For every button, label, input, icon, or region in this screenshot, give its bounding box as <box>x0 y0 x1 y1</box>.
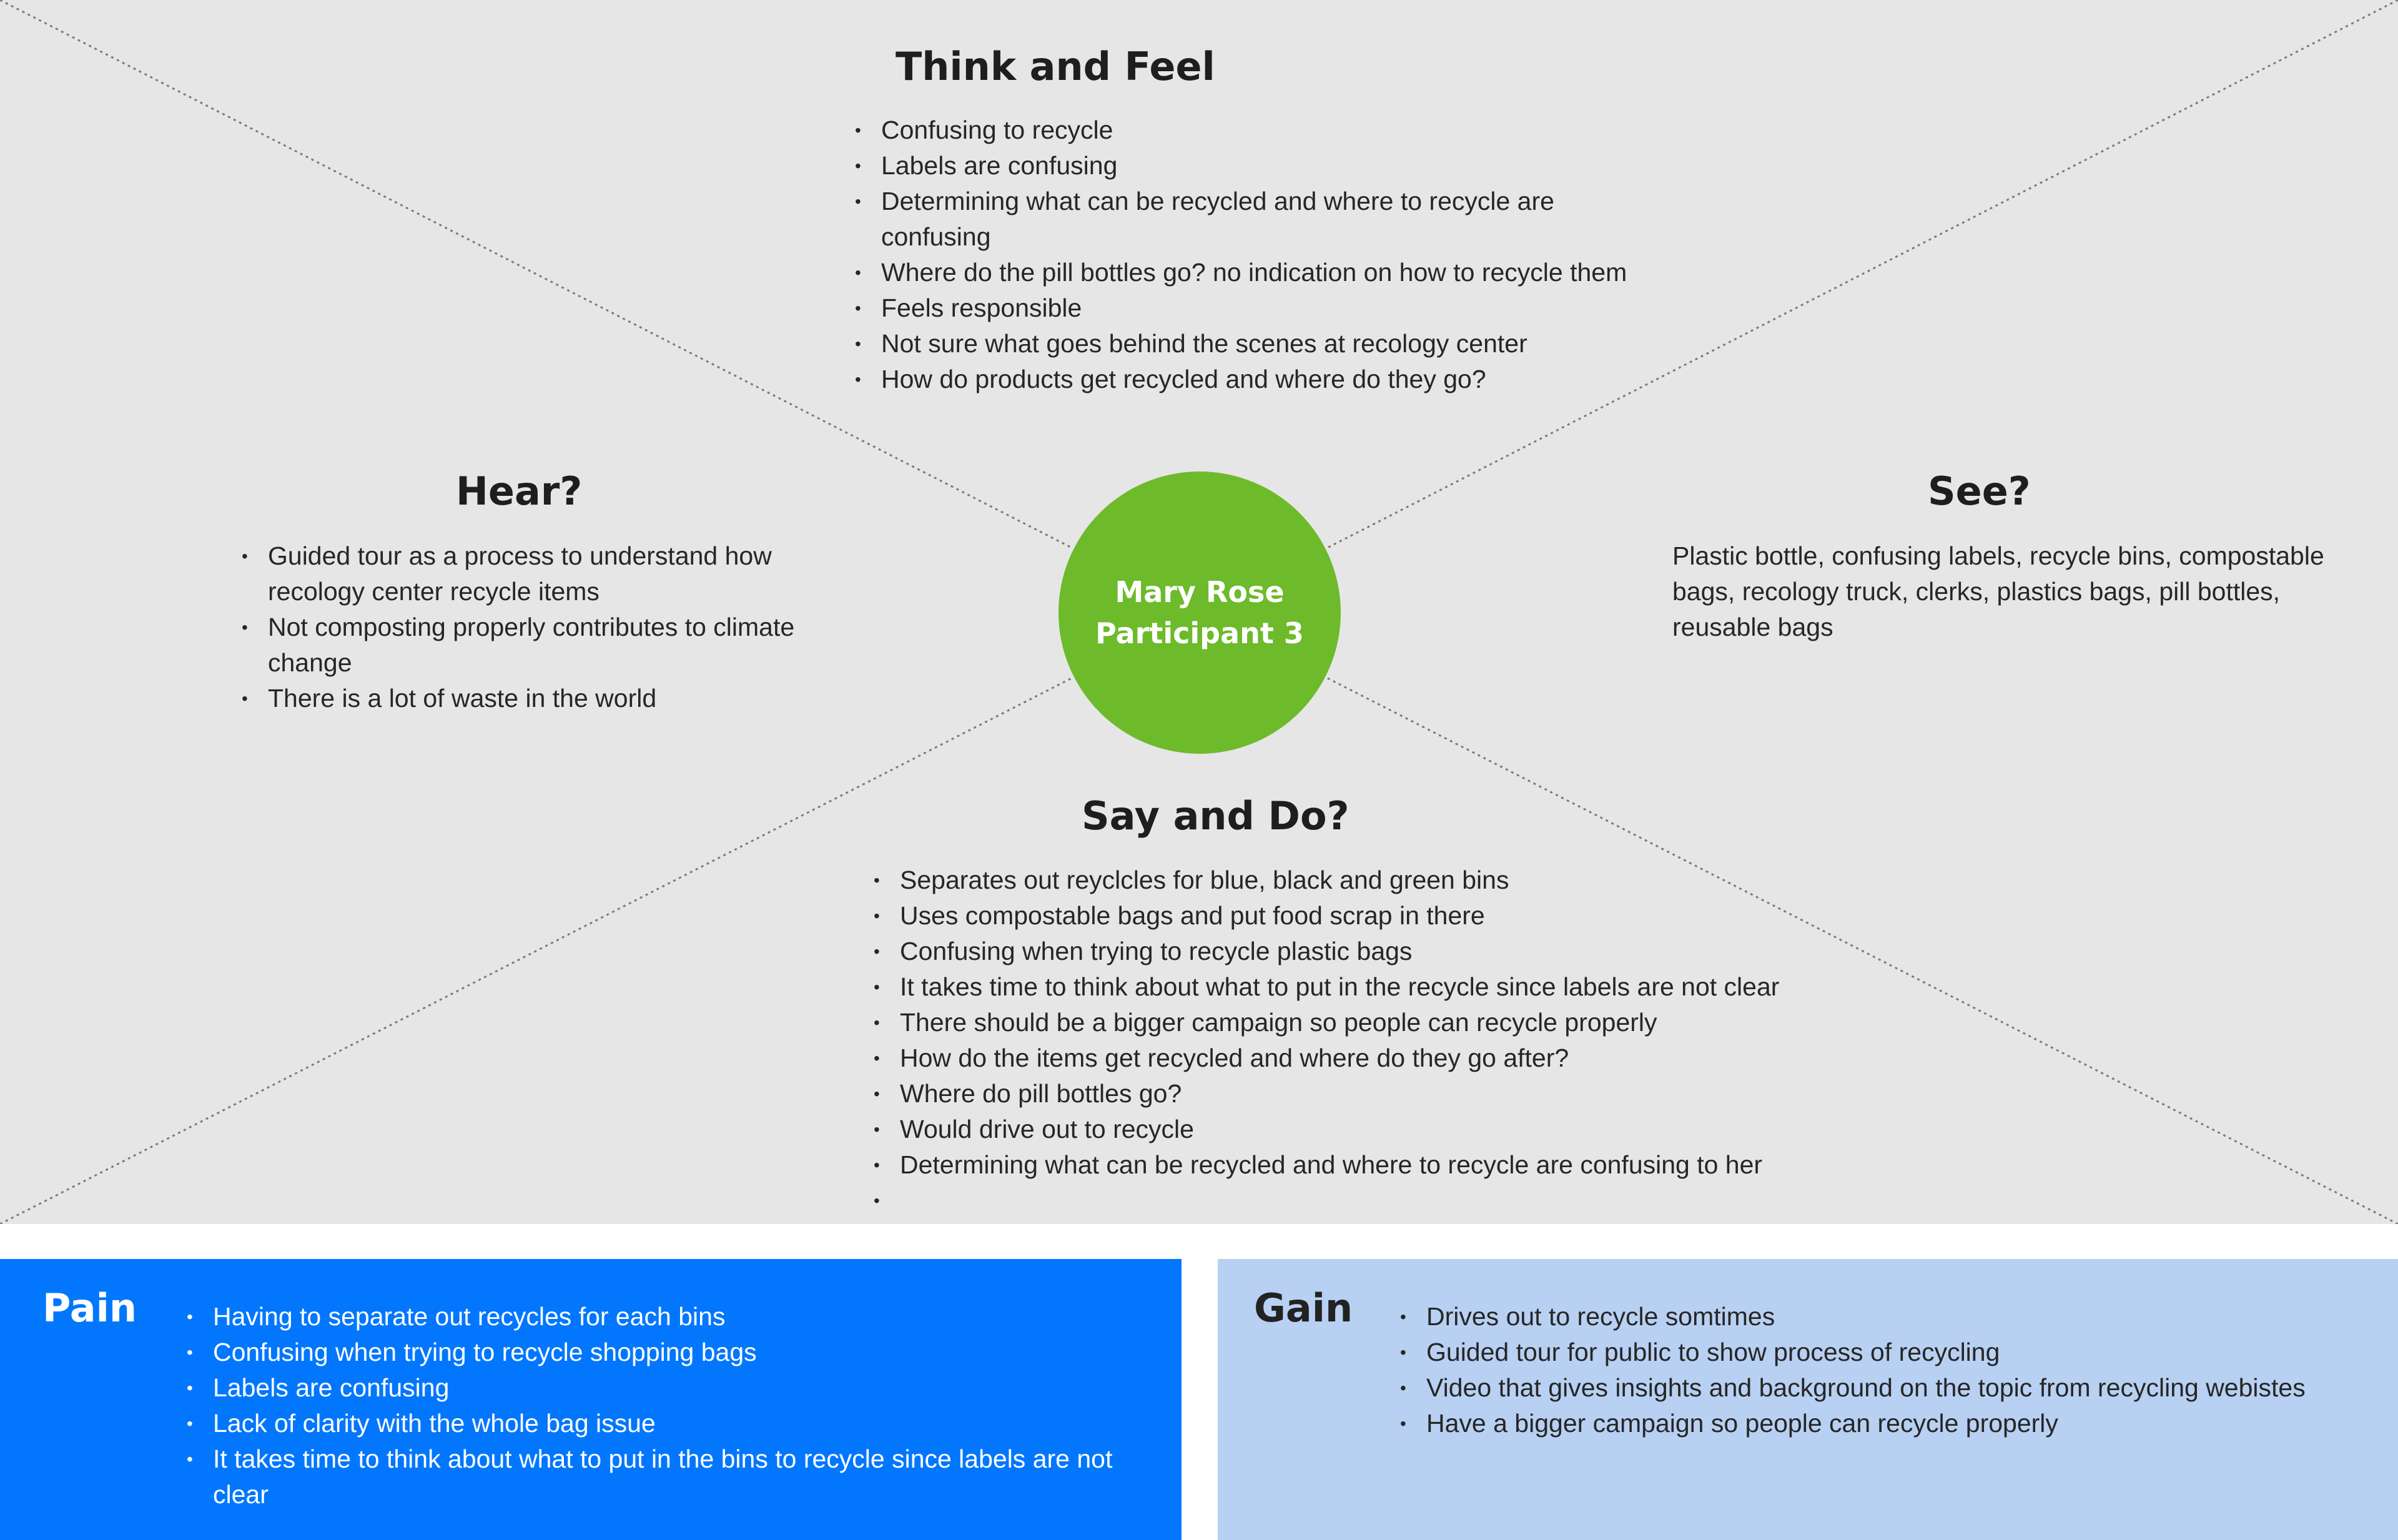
list-item: Where do pill bottles go? <box>874 1076 1849 1112</box>
list-item: Would drive out to recycle <box>874 1112 1849 1147</box>
list-item: Determining what can be recycled and whe… <box>855 184 1618 255</box>
say-do-list: Separates out reyclcles for blue, black … <box>874 862 1849 1218</box>
list-item: Have a bigger campaign so people can rec… <box>1400 1406 2382 1441</box>
list-item: How do products get recycled and where d… <box>855 362 1693 397</box>
think-feel-list: Confusing to recycle Labels are confusin… <box>855 112 1693 397</box>
list-item: Not composting properly contributes to c… <box>242 610 861 681</box>
list-item: Confusing to recycle <box>855 112 1693 148</box>
list-item: It takes time to think about what to put… <box>874 969 1849 1005</box>
list-item <box>874 1183 1849 1218</box>
gain-box: Gain Drives out to recycle somtimes Guid… <box>1218 1259 2398 1540</box>
see-heading: See? <box>1928 468 2031 514</box>
gain-list: Drives out to recycle somtimes Guided to… <box>1400 1299 2382 1441</box>
list-item: Having to separate out recycles for each… <box>187 1299 1118 1335</box>
list-item: Labels are confusing <box>855 148 1693 184</box>
hear-list: Guided tour as a process to understand h… <box>242 538 861 716</box>
list-item: Confusing when trying to recycle plastic… <box>874 934 1849 969</box>
pain-list: Having to separate out recycles for each… <box>187 1299 1118 1513</box>
list-item: How do the items get recycled and where … <box>874 1040 1849 1076</box>
hear-heading: Hear? <box>456 468 583 514</box>
list-item: Determining what can be recycled and whe… <box>874 1147 1849 1183</box>
pain-box: Pain Having to separate out recycles for… <box>0 1259 1182 1540</box>
diagonal-bottom-right <box>1326 676 2398 1224</box>
diagonal-top-left <box>0 0 1073 550</box>
participant-number: Participant 3 <box>1095 616 1304 650</box>
pain-heading: Pain <box>42 1285 137 1331</box>
empathy-map-panel: Think and Feel Confusing to recycle Labe… <box>0 0 2398 1224</box>
list-item: Guided tour for public to show process o… <box>1400 1335 2382 1370</box>
list-item: Video that gives insights and background… <box>1400 1370 2382 1406</box>
see-text: Plastic bottle, confusing labels, recycl… <box>1672 541 2324 641</box>
list-item: There is a lot of waste in the world <box>242 681 861 716</box>
list-item: Feels responsible <box>855 290 1693 326</box>
list-item: Labels are confusing <box>187 1370 1118 1406</box>
quadrant-diagonals <box>0 0 2398 1224</box>
gain-heading: Gain <box>1254 1285 1353 1331</box>
diagonal-top-right <box>1326 0 2398 550</box>
participant-name: Mary Rose <box>1115 575 1285 609</box>
diagonal-bottom-left <box>0 676 1073 1224</box>
list-item: Separates out reyclcles for blue, black … <box>874 862 1849 898</box>
list-item: Confusing when trying to recycle shoppin… <box>187 1335 1118 1370</box>
list-item: It takes time to think about what to put… <box>187 1441 1118 1513</box>
list-item: Where do the pill bottles go? no indicat… <box>855 255 1693 290</box>
list-item: Drives out to recycle somtimes <box>1400 1299 2382 1335</box>
list-item: Lack of clarity with the whole bag issue <box>187 1406 1118 1441</box>
think-feel-heading: Think and Feel <box>896 44 1215 89</box>
list-item: Not sure what goes behind the scenes at … <box>855 326 1693 362</box>
say-do-heading: Say and Do? <box>1082 793 1349 839</box>
list-item: Uses compostable bags and put food scrap… <box>874 898 1849 934</box>
list-item: There should be a bigger campaign so peo… <box>874 1005 1849 1040</box>
list-item: Guided tour as a process to understand h… <box>242 538 861 610</box>
participant-circle: Mary Rose Participant 3 <box>1058 471 1341 754</box>
